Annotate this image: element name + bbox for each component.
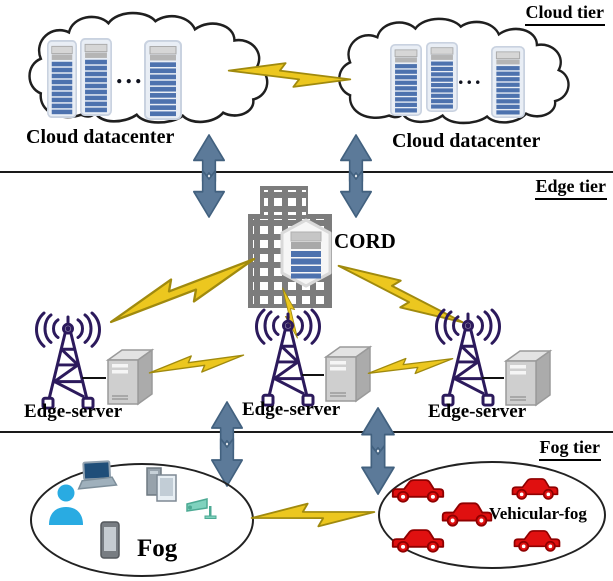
car-icon: [441, 502, 493, 527]
tower-server-connector: [482, 377, 504, 379]
tier-divider-cloud-edge: [0, 171, 613, 173]
tier-label-cloud: Cloud tier: [524, 2, 605, 26]
desktop-tablet-icon: [146, 467, 177, 502]
tower-server-connector: [302, 374, 324, 376]
fog-ellipse: [30, 463, 254, 577]
server-rack-icon: [46, 40, 78, 119]
cloud-datacenter-label: Cloud datacenter: [26, 126, 175, 148]
tier-label-fog: Fog tier: [538, 437, 601, 461]
edge-server-label: Edge-server: [24, 401, 123, 422]
cord-label: CORD: [334, 229, 396, 253]
ellipsis-label: ...: [458, 64, 484, 89]
double-arrow-icon: [339, 134, 373, 218]
cloud-datacenter-label: Cloud datacenter: [392, 130, 541, 152]
cctv-camera-icon: [186, 498, 217, 520]
car-icon: [513, 530, 561, 552]
cell-tower-icon: [35, 311, 101, 410]
server-box-icon: [505, 350, 551, 406]
server-rack-icon: [389, 43, 423, 117]
lightning-bolt-icon: [147, 351, 246, 377]
server-box-icon: [107, 349, 153, 405]
cord-server-rack-icon: [280, 218, 332, 288]
server-rack-icon: [491, 45, 526, 119]
tier-label-edge: Edge tier: [534, 176, 607, 200]
ellipsis-label: ...: [116, 60, 145, 89]
server-rack-icon: [144, 39, 182, 121]
car-icon: [391, 479, 445, 503]
fog-label: Fog: [137, 535, 178, 562]
lightning-bolt-icon: [367, 355, 454, 377]
person-icon: [49, 484, 83, 525]
lightning-bolt-icon: [103, 253, 262, 328]
car-icon: [511, 478, 559, 500]
server-box-icon: [325, 346, 371, 402]
cell-tower-icon: [255, 308, 321, 407]
tower-server-connector: [82, 377, 106, 379]
edge-server-label: Edge-server: [428, 401, 527, 422]
server-rack-icon: [79, 38, 113, 117]
car-icon: [391, 529, 445, 553]
lightning-bolt-icon: [250, 498, 376, 532]
tier-divider-edge-fog: [0, 431, 613, 433]
double-arrow-icon: [210, 401, 244, 487]
vehicular-fog-ellipse: [378, 461, 606, 569]
smartphone-icon: [100, 521, 120, 559]
double-arrow-icon: [192, 134, 226, 218]
vehicular-fog-label: Vehicular-fog: [489, 504, 587, 523]
server-rack-icon: [425, 41, 459, 113]
edge-server-label: Edge-server: [242, 399, 341, 420]
